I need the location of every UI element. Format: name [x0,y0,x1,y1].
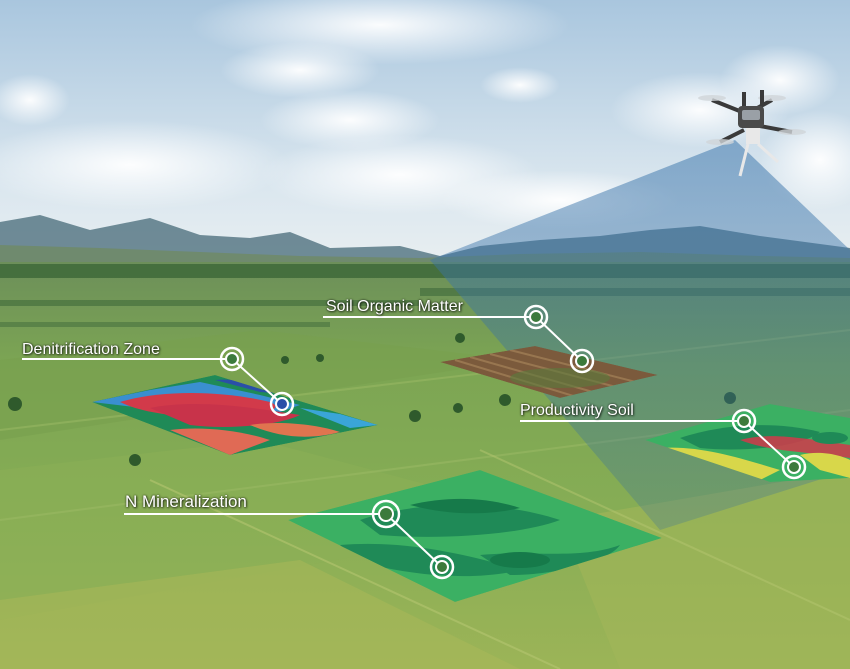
label-productivity-soil: Productivity Soil [520,402,634,419]
callout-denitrification-zone [22,346,295,417]
label-denitrification-zone: Denitrification Zone [22,341,160,358]
callout-n-mineralization [124,499,455,580]
clouds [0,0,850,230]
denitrification-zone-map [92,375,378,455]
callout-soil-organic-matter [323,304,595,374]
callout-productivity-soil [520,408,807,480]
soil-organic-matter-map [440,346,658,398]
drone [698,90,806,177]
label-n-mineralization: N Mineralization [125,492,247,511]
label-soil-organic-matter: Soil Organic Matter [326,298,463,315]
